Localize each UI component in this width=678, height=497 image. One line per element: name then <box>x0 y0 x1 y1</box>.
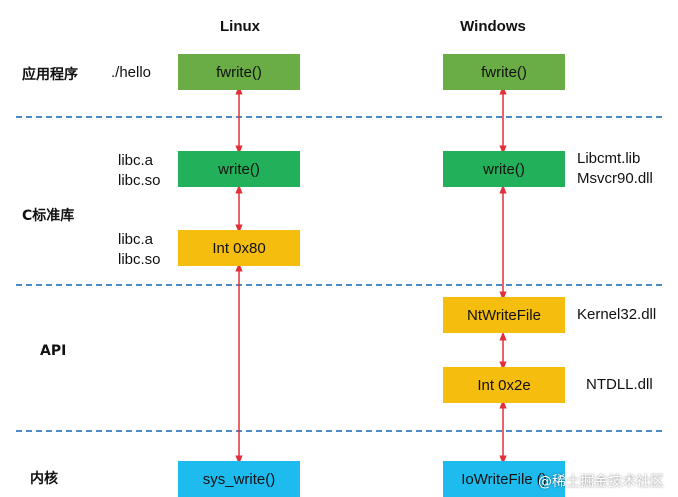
linux-int-lib-2: libc.so <box>118 251 161 268</box>
windows-int-lib: NTDLL.dll <box>586 376 653 393</box>
windows-ntwritefile-box: NtWriteFile <box>443 297 565 333</box>
linux-fwrite-box: fwrite() <box>178 54 300 90</box>
windows-fwrite-box: fwrite() <box>443 54 565 90</box>
windows-iowritefile-box: IoWriteFile () <box>443 461 565 497</box>
linux-write-lib-2: libc.so <box>118 172 161 189</box>
windows-column-title: Windows <box>460 18 526 35</box>
linux-app-label: ./hello <box>111 64 152 81</box>
linux-write-box: write() <box>178 151 300 187</box>
layer-label-api: API <box>40 343 67 359</box>
layer-label-app: 应用程序 <box>22 67 78 83</box>
windows-int-box: Int 0x2e <box>443 367 565 403</box>
linux-int-libs: libc.a libc.so <box>118 230 161 270</box>
windows-write-lib-1: Libcmt.lib <box>577 150 641 167</box>
separator-api-kernel <box>16 430 662 432</box>
linux-int-box: Int 0x80 <box>178 230 300 266</box>
linux-write-lib-1: libc.a <box>118 152 154 169</box>
linux-write-libs: libc.a libc.so <box>118 151 161 191</box>
separator-crt-api <box>16 284 662 286</box>
windows-write-box: write() <box>443 151 565 187</box>
layer-label-crt: C标准库 <box>22 208 75 224</box>
windows-write-libs: Libcmt.lib Msvcr90.dll <box>577 149 653 189</box>
separator-app-crt <box>16 116 662 118</box>
linux-int-lib-1: libc.a <box>118 231 154 248</box>
windows-write-lib-2: Msvcr90.dll <box>577 170 653 187</box>
linux-column-title: Linux <box>220 18 260 35</box>
layer-label-kernel: 内核 <box>30 471 58 487</box>
windows-ntwritefile-lib: Kernel32.dll <box>577 306 657 323</box>
linux-sys-write-box: sys_write() <box>178 461 300 497</box>
watermark: @稀土掘金技术社区 <box>538 474 664 490</box>
